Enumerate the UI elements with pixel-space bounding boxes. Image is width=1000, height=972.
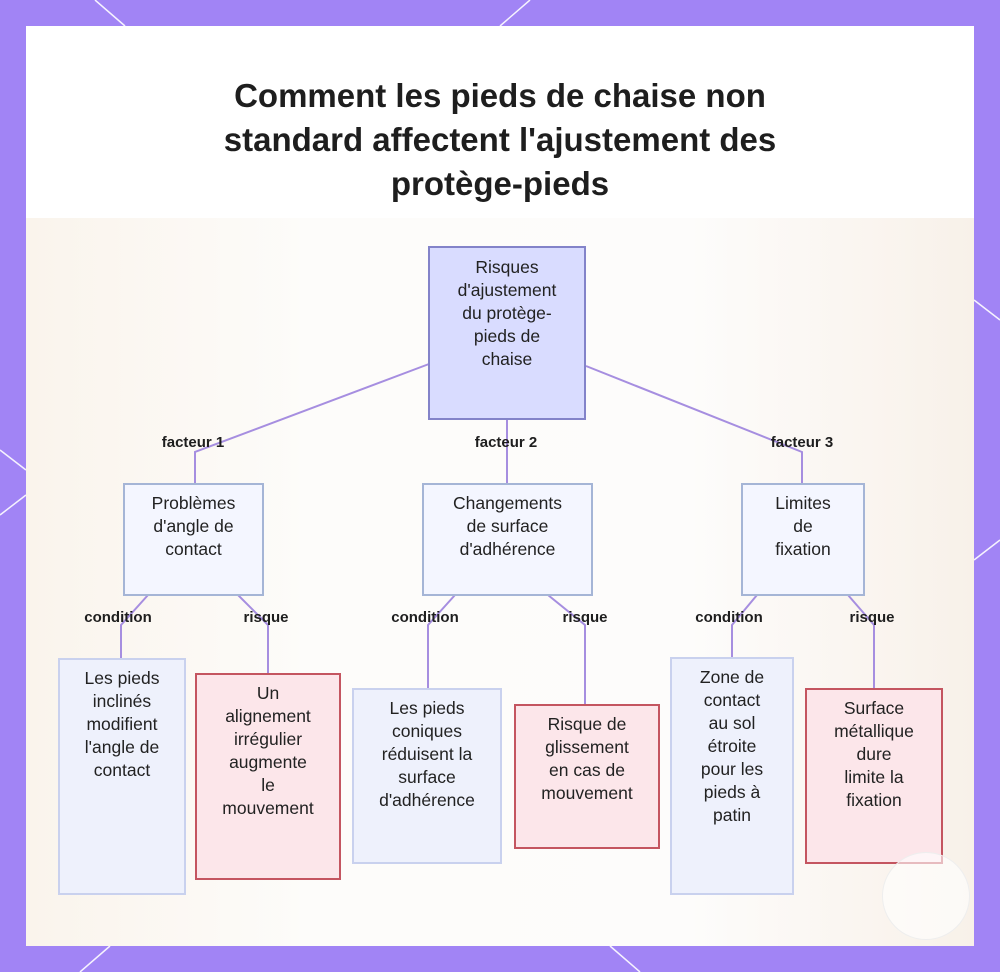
edge-label-condition: condition xyxy=(391,609,459,626)
risk-node-slipping: Risque de glissement en cas de mouvement xyxy=(514,704,660,849)
root-node: Risques d'ajustement du protège- pieds d… xyxy=(428,246,586,420)
factor-node-fixation-limits: Limites de fixation xyxy=(741,483,865,596)
edge-label-factor-3: facteur 3 xyxy=(771,434,834,451)
edge-label-factor-2: facteur 2 xyxy=(475,434,538,451)
factor-node-contact-angle: Problèmes d'angle de contact xyxy=(123,483,264,596)
risk-node-misalignment: Un alignement irrégulier augmente le mou… xyxy=(195,673,341,880)
condition-node-conical-legs: Les pieds coniques réduisent la surface … xyxy=(352,688,502,864)
edge-label-condition: condition xyxy=(84,609,152,626)
edge-root-factor-1 xyxy=(195,364,429,484)
condition-node-inclined-legs: Les pieds inclinés modifient l'angle de … xyxy=(58,658,186,895)
edge-label-risk: risque xyxy=(849,609,894,626)
edge-label-factor-1: facteur 1 xyxy=(162,434,225,451)
watermark-logo xyxy=(882,852,970,940)
edge-label-condition: condition xyxy=(695,609,763,626)
factor-node-surface-changes: Changements de surface d'adhérence xyxy=(422,483,593,596)
condition-node-narrow-contact: Zone de contact au sol étroite pour les … xyxy=(670,657,794,895)
edge-label-risk: risque xyxy=(562,609,607,626)
risk-node-metal-surface: Surface métallique dure limite la fixati… xyxy=(805,688,943,864)
edge-label-risk: risque xyxy=(243,609,288,626)
edge-factor-1-condition xyxy=(121,595,148,659)
edge-root-factor-3 xyxy=(586,366,802,484)
edge-factor-1-risk xyxy=(238,595,268,674)
edge-factor-3-condition xyxy=(732,595,757,658)
